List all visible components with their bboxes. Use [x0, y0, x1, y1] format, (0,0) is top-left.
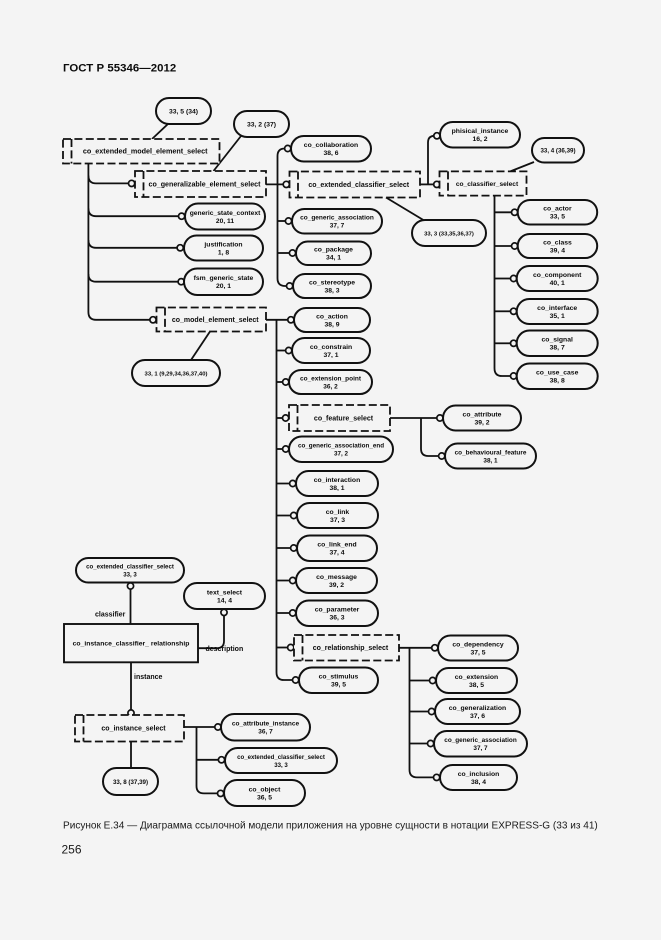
svg-text:co_feature_select: co_feature_select [314, 415, 374, 422]
svg-text:33, 3: 33, 3 [274, 762, 288, 769]
svg-text:34, 1: 34, 1 [326, 255, 341, 262]
svg-text:co_collaboration: co_collaboration [304, 142, 358, 149]
svg-text:co_attribute: co_attribute [463, 411, 502, 418]
svg-text:co_parameter: co_parameter [315, 607, 360, 614]
svg-text:generic_state_context: generic_state_context [190, 210, 261, 217]
svg-text:38, 1: 38, 1 [483, 457, 498, 464]
svg-text:co_generic_association_end: co_generic_association_end [298, 443, 384, 450]
svg-text:co_generic_association: co_generic_association [300, 215, 374, 222]
svg-text:instance: instance [134, 674, 163, 681]
svg-text:38, 5: 38, 5 [469, 682, 484, 689]
svg-text:33, 5 (34): 33, 5 (34) [169, 108, 198, 115]
svg-text:39, 4: 39, 4 [550, 247, 565, 254]
svg-text:co_generalization: co_generalization [449, 705, 506, 712]
svg-text:co_generic_association: co_generic_association [444, 737, 517, 744]
svg-text:37, 1: 37, 1 [323, 352, 338, 359]
svg-text:Рисунок Е.34 — Диаграмма ссыло: Рисунок Е.34 — Диаграмма ссылочной модел… [63, 821, 598, 832]
svg-text:co_classifier_select: co_classifier_select [456, 181, 519, 188]
svg-text:33, 5: 33, 5 [550, 214, 565, 221]
svg-text:co_dependency: co_dependency [452, 641, 504, 648]
svg-text:co_model_element_select: co_model_element_select [172, 317, 259, 324]
svg-text:1, 8: 1, 8 [218, 249, 230, 256]
svg-text:39, 5: 39, 5 [331, 682, 346, 689]
svg-text:co_constrain: co_constrain [310, 344, 352, 351]
svg-text:38, 7: 38, 7 [550, 345, 565, 352]
svg-text:co_actor: co_actor [543, 206, 572, 213]
svg-text:33, 3 (33,35,36,37): 33, 3 (33,35,36,37) [424, 231, 474, 237]
svg-text:33, 1 (9,29,34,36,37,40): 33, 1 (9,29,34,36,37,40) [145, 371, 208, 377]
svg-text:co_inclusion: co_inclusion [458, 771, 500, 778]
svg-text:38, 6: 38, 6 [323, 150, 338, 157]
svg-text:38, 8: 38, 8 [550, 378, 565, 385]
svg-text:co_interaction: co_interaction [314, 477, 360, 484]
svg-text:fsm_generic_state: fsm_generic_state [194, 275, 254, 282]
svg-text:35, 1: 35, 1 [550, 313, 565, 320]
svg-text:co_extension: co_extension [455, 674, 498, 681]
svg-text:38, 9: 38, 9 [324, 321, 339, 328]
svg-text:33, 8 (37,39): 33, 8 (37,39) [113, 779, 148, 786]
svg-text:co_extended_classifier_select: co_extended_classifier_select [237, 754, 325, 761]
svg-text:co_message: co_message [316, 574, 357, 581]
svg-text:co_component: co_component [533, 272, 582, 279]
svg-text:co_instance_classifier_ relati: co_instance_classifier_ relationship [73, 641, 190, 648]
svg-text:39, 2: 39, 2 [474, 419, 489, 426]
svg-text:phisical_instance: phisical_instance [452, 128, 509, 135]
svg-text:co_class: co_class [543, 239, 572, 246]
svg-text:38, 3: 38, 3 [324, 287, 339, 294]
svg-text:co_behavioural_feature: co_behavioural_feature [455, 449, 527, 456]
svg-text:33, 4 (36,39): 33, 4 (36,39) [540, 148, 575, 155]
svg-text:ГОСТ Р 55346—2012: ГОСТ Р 55346—2012 [63, 63, 176, 75]
svg-text:co_signal: co_signal [542, 337, 573, 344]
svg-text:co_stimulus: co_stimulus [319, 674, 359, 681]
svg-text:co_relationship_select: co_relationship_select [313, 645, 389, 652]
svg-text:co_object: co_object [249, 786, 281, 793]
svg-text:classifier: classifier [95, 612, 126, 619]
svg-text:co_interface: co_interface [537, 305, 577, 312]
svg-text:justification: justification [203, 241, 242, 248]
svg-text:20, 1: 20, 1 [216, 283, 231, 290]
svg-text:37, 7: 37, 7 [473, 745, 488, 752]
svg-text:co_attribute_instance: co_attribute_instance [232, 721, 300, 728]
svg-text:37, 6: 37, 6 [470, 713, 485, 720]
svg-text:36, 7: 36, 7 [258, 729, 273, 736]
svg-text:33, 2 (37): 33, 2 (37) [247, 121, 276, 128]
svg-text:37, 5: 37, 5 [470, 649, 485, 656]
svg-text:40, 1: 40, 1 [550, 280, 565, 287]
svg-text:36, 5: 36, 5 [257, 794, 272, 801]
svg-text:14, 4: 14, 4 [217, 597, 232, 604]
svg-text:co_link_end: co_link_end [317, 542, 356, 549]
svg-text:text_select: text_select [207, 589, 243, 596]
svg-text:37, 4: 37, 4 [329, 550, 344, 557]
svg-text:co_extension_point: co_extension_point [300, 375, 362, 382]
svg-text:description: description [206, 646, 244, 653]
svg-text:co_use_case: co_use_case [536, 370, 579, 377]
svg-text:co_generalizable_element_selec: co_generalizable_element_select [149, 180, 262, 188]
svg-text:16, 2: 16, 2 [472, 136, 487, 143]
svg-text:37, 2: 37, 2 [334, 451, 349, 458]
svg-text:39, 2: 39, 2 [329, 582, 344, 589]
svg-text:co_extended_classifier_select: co_extended_classifier_select [308, 182, 409, 189]
svg-text:33, 3: 33, 3 [123, 572, 137, 579]
svg-text:co_extended_model_element_sele: co_extended_model_element_select [83, 147, 208, 156]
svg-text:256: 256 [62, 843, 82, 857]
svg-text:co_instance_select: co_instance_select [101, 726, 166, 733]
svg-text:co_link: co_link [326, 509, 350, 516]
svg-text:38, 1: 38, 1 [329, 485, 344, 492]
svg-text:38, 4: 38, 4 [471, 779, 486, 786]
svg-text:37, 7: 37, 7 [330, 223, 345, 230]
svg-text:36, 2: 36, 2 [323, 383, 338, 390]
svg-text:20, 11: 20, 11 [216, 218, 235, 225]
svg-text:co_extended_classifier_select: co_extended_classifier_select [86, 564, 174, 571]
svg-text:37, 3: 37, 3 [330, 517, 345, 524]
svg-text:36, 3: 36, 3 [329, 615, 344, 622]
svg-text:co_package: co_package [314, 247, 353, 254]
svg-text:co_action: co_action [316, 313, 348, 320]
svg-text:co_stereotype: co_stereotype [309, 279, 355, 286]
